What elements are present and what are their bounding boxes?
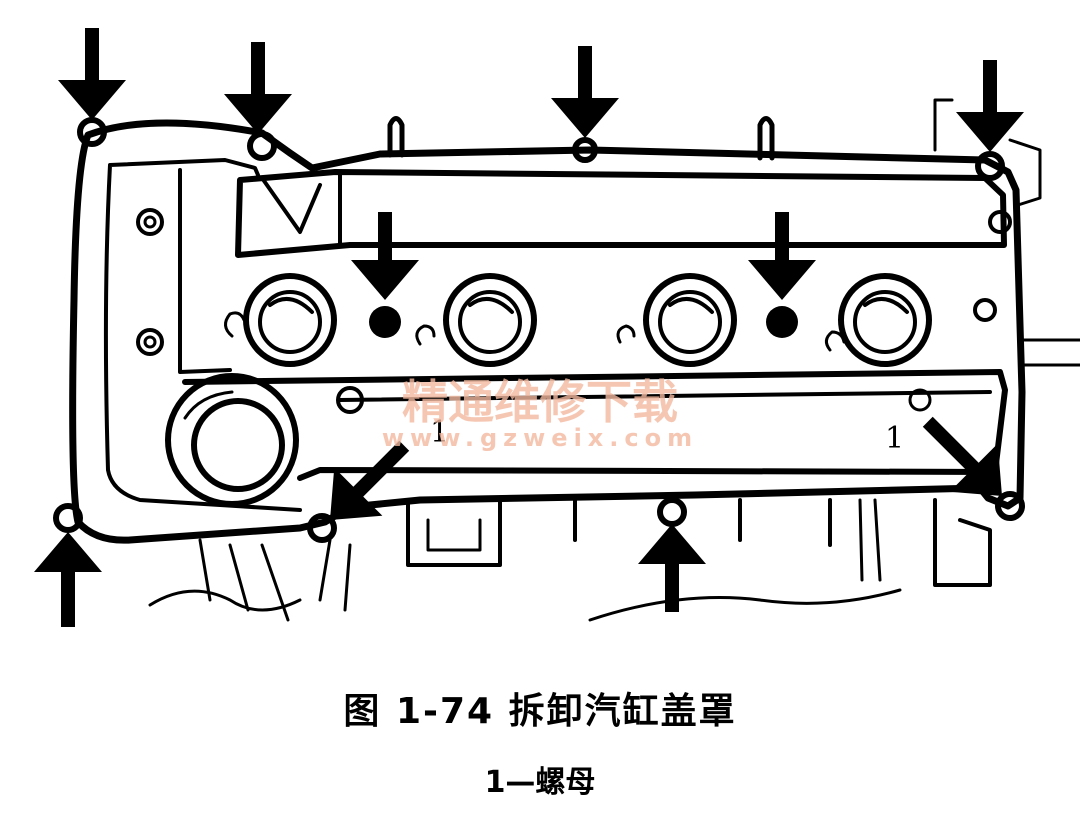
top-pins (387, 116, 775, 161)
watermark-url: www.gzweix.com (382, 424, 698, 452)
oil-filler-cap (165, 373, 299, 507)
nut-center-1 (369, 306, 401, 338)
bolt-lugs (53, 117, 1025, 543)
plug-well-4 (825, 273, 932, 367)
upper-panel-corner (260, 176, 322, 234)
top-right-bracket (933, 98, 1042, 207)
callout-1-right: 1 (885, 421, 904, 456)
bolt-arrow (922, 416, 1002, 496)
lower-engine-parts (148, 498, 992, 622)
lower-panel (182, 369, 1008, 481)
right-tube (1018, 338, 1080, 367)
plug-well-2 (415, 273, 537, 367)
bolt-arrow (34, 532, 102, 627)
cover-inner-outline (103, 158, 302, 512)
left-end-rib (178, 168, 232, 374)
cover-outline (69, 119, 1026, 544)
watermark-title: 精通维修下载 (402, 375, 678, 429)
plug-well-1 (224, 273, 337, 367)
plug-well-3 (616, 273, 737, 367)
figure-caption-legend: 1—螺母 (484, 765, 596, 800)
bolt-arrow (351, 212, 419, 300)
figure-caption-title: 图 1-74 拆卸汽缸盖罩 (343, 691, 737, 732)
bolt-arrow (551, 46, 619, 138)
cylinder-head-cover-drawing: 1 1 精通维修下载 www.gzweix.com (34, 28, 1080, 627)
bolt-arrows (34, 28, 1024, 627)
bolt-heads (136, 208, 1012, 414)
bolt-arrow (956, 60, 1024, 152)
bolt-arrow (638, 524, 706, 612)
bolt-arrow (330, 440, 410, 520)
lower-panel-ridge (338, 390, 992, 402)
bolt-arrow (58, 28, 126, 120)
upper-panel (235, 169, 1007, 258)
nut-center-2 (766, 306, 798, 338)
bolt-arrow (748, 212, 816, 300)
bolt-arrow (224, 42, 292, 134)
callout-1-left: 1 (430, 415, 449, 450)
